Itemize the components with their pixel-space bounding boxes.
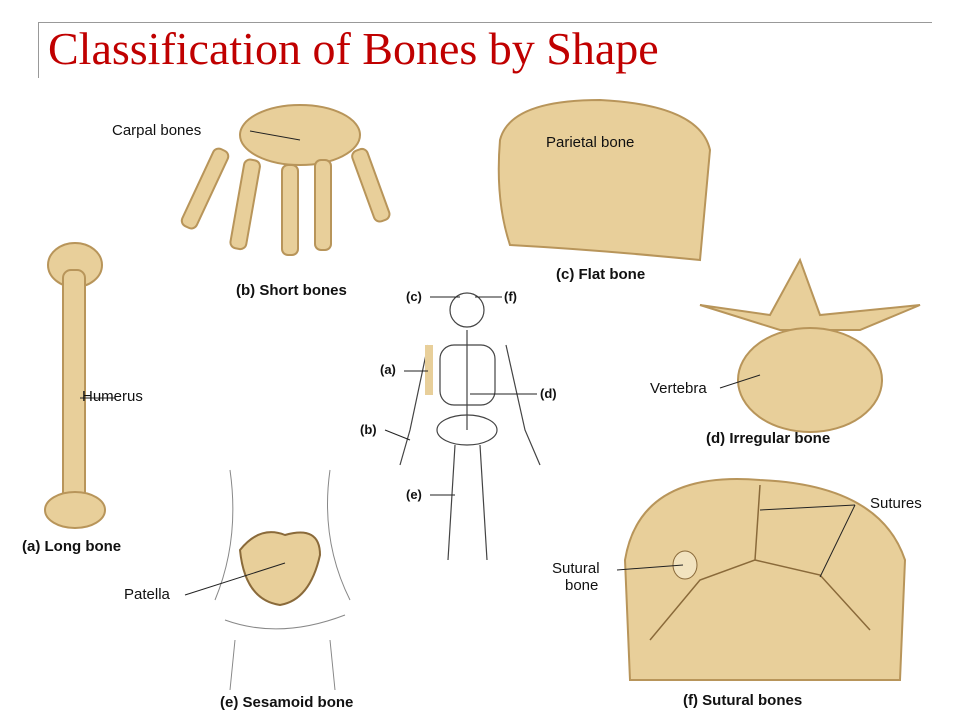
title-rule-top: [38, 22, 932, 23]
sutures-label: Sutures: [870, 495, 922, 512]
skeleton-marker-a: (a): [380, 362, 396, 377]
vertebra-label: Vertebra: [650, 380, 707, 397]
patella-label: Patella: [124, 586, 170, 603]
skeleton-marker-c: (c): [406, 289, 422, 304]
skeleton-marker-f: (f): [504, 289, 517, 304]
title-rule-left: [38, 22, 39, 78]
parietal-bone-label: Parietal bone: [546, 134, 635, 151]
skull-illustration: [623, 478, 907, 681]
vertebra-illustration: [699, 257, 921, 433]
knee-illustration: [214, 469, 351, 691]
irregular-bone-caption: (d) Irregular bone: [706, 430, 831, 447]
hand-illustration: [180, 104, 391, 256]
skeleton-marker-e: (e): [406, 487, 422, 502]
skeleton-illustration: [399, 292, 541, 561]
patella-illustration: [238, 531, 322, 607]
sesamoid-bone-caption: (e) Sesamoid bone: [220, 694, 354, 711]
skeleton-marker-d: (d): [540, 386, 557, 401]
sutural-bone-label-line2: bone: [565, 577, 599, 594]
carpal-bones-label: Carpal bones: [112, 122, 202, 139]
flat-bone-caption: (c) Flat bone: [556, 266, 646, 283]
sutural-bones-caption: (f) Sutural bones: [683, 692, 803, 709]
humerus-label: Humerus: [82, 388, 143, 405]
short-bones-caption: (b) Short bones: [236, 282, 347, 299]
slide-title: Classification of Bones by Shape: [48, 23, 659, 74]
humerus-illustration: [44, 242, 106, 529]
sutural-bone-label-line1: Sutural: [552, 560, 600, 577]
skeleton-marker-b: (b): [360, 422, 377, 437]
long-bone-caption: (a) Long bone: [22, 538, 122, 555]
parietal-bone-illustration: [497, 98, 712, 262]
